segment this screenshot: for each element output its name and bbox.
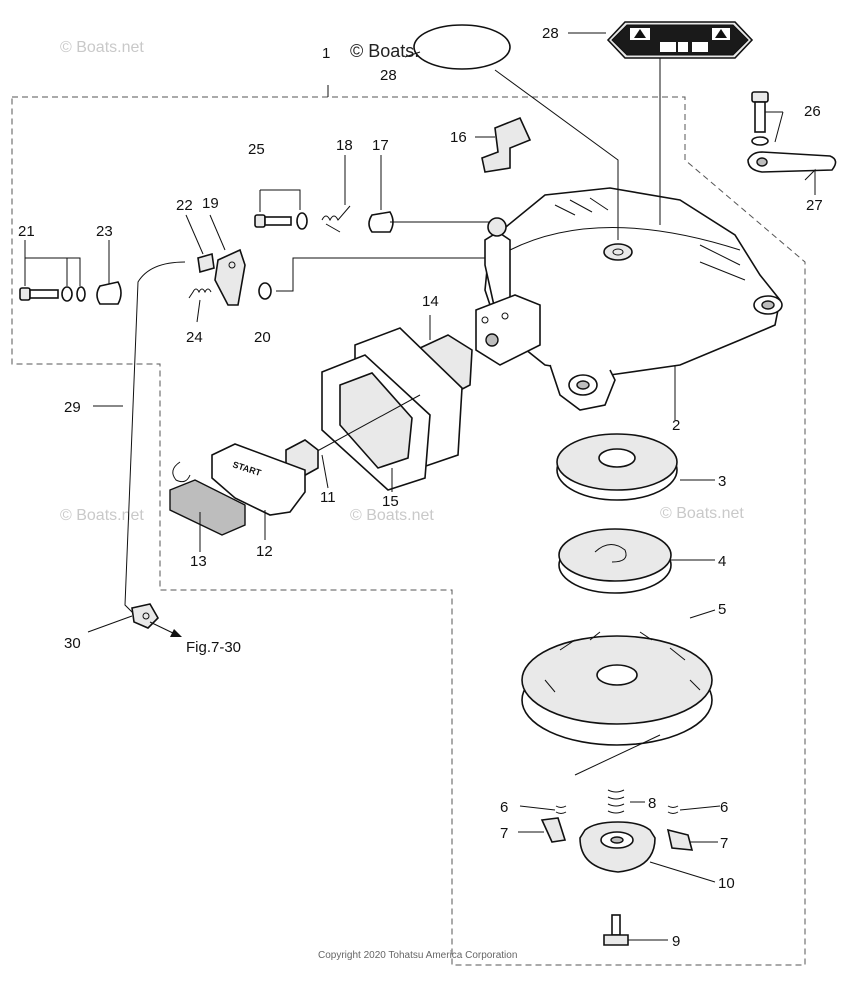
oval-decal [413, 24, 511, 70]
callout-26: 26 [804, 103, 821, 120]
starter-rope [309, 394, 421, 456]
collar-23 [96, 281, 122, 305]
callout-23: 23 [96, 223, 113, 240]
callout-10: 10 [718, 875, 735, 892]
watermark: © Boats.net [660, 505, 744, 522]
callout-12: 12 [256, 543, 273, 560]
lever-16 [481, 116, 532, 173]
pin-22 [197, 252, 215, 274]
callout-17: 17 [372, 137, 389, 154]
callout-28-decal: 28 [542, 25, 559, 42]
callout-6-left: 6 [500, 799, 508, 816]
callout-24: 24 [186, 329, 203, 346]
pawl-7-left [540, 817, 567, 843]
cable-guide-block [475, 294, 541, 366]
bolt-25 [254, 212, 308, 230]
callout-6-right: 6 [720, 799, 728, 816]
starter-handle: START [211, 439, 319, 516]
lever-19-hole [228, 261, 236, 269]
callout-8: 8 [648, 795, 656, 812]
copyright-text: Copyright 2020 Tohatsu America Corporati… [318, 950, 517, 961]
rope-knot [172, 461, 191, 483]
reel-5 [521, 631, 713, 746]
callout-4: 4 [718, 553, 726, 570]
callout-13: 13 [190, 553, 207, 570]
assembly-outline [11, 96, 806, 966]
plate-27 [747, 151, 837, 173]
seal-frames [321, 327, 463, 491]
watermark: © Boats.net [60, 39, 144, 56]
callout-29: 29 [64, 399, 81, 416]
spring-case-4 [558, 528, 672, 594]
plate-10 [579, 821, 656, 873]
spring-8 [607, 789, 625, 814]
handle-insert [169, 479, 246, 536]
callout-labels: 1 2 3 4 5 6 6 7 7 8 9 10 11 12 13 14 15 … [18, 25, 823, 950]
bolt-21 [19, 286, 86, 302]
callout-25: 25 [248, 141, 265, 158]
callout-18: 18 [336, 137, 353, 154]
callout-14: 14 [422, 293, 439, 310]
callout-7-left: 7 [500, 825, 508, 842]
callout-5: 5 [718, 601, 726, 618]
warning-decal [606, 21, 754, 59]
callout-9: 9 [672, 933, 680, 950]
spring-6-left [555, 805, 567, 814]
bolt-26 [751, 91, 769, 146]
rope-tail [574, 734, 661, 776]
washer-20 [258, 282, 272, 300]
spring-6-right [667, 805, 679, 814]
callout-15: 15 [382, 493, 399, 510]
callout-11: 11 [320, 489, 336, 506]
ref-arrow-line [149, 621, 176, 635]
reel-3 [556, 433, 678, 501]
starter-case [484, 187, 783, 411]
plate-27-hole [756, 157, 768, 167]
callout-2: 2 [672, 417, 680, 434]
reference-label: Fig.7-30 [186, 639, 241, 656]
callout-7-right: 7 [720, 835, 728, 852]
callout-30: 30 [64, 635, 81, 652]
callout-21: 21 [18, 223, 35, 240]
callout-27: 27 [806, 197, 823, 214]
callout-20: 20 [254, 329, 271, 346]
callout-22: 22 [176, 197, 193, 214]
leader-lines [24, 32, 816, 941]
lever-19 [214, 248, 246, 306]
spring-18 [321, 205, 351, 233]
ref-arrow-head [170, 629, 182, 637]
watermark: © Boats.net [350, 507, 434, 524]
callout-28-oval: 28 [380, 67, 397, 84]
callout-16: 16 [450, 129, 467, 146]
callout-19: 19 [202, 195, 219, 212]
spring-24 [188, 288, 212, 299]
pawl-7-right [666, 828, 694, 851]
watermark: © Boats.net [60, 507, 144, 524]
callout-1: 1 [322, 45, 330, 62]
link-rod [124, 261, 186, 621]
callout-3: 3 [718, 473, 726, 490]
bolt-9 [603, 914, 629, 946]
collar-17 [368, 211, 394, 233]
